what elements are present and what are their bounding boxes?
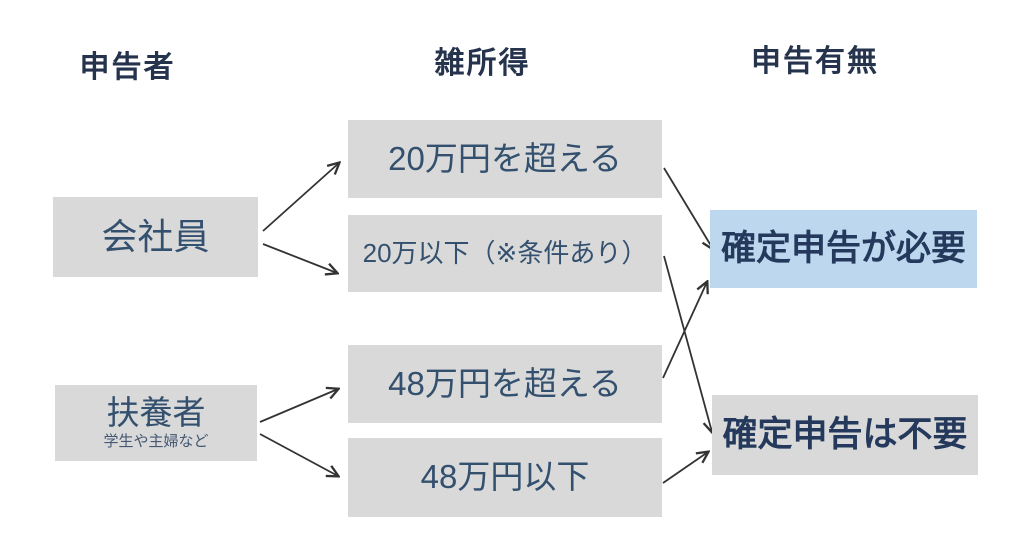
node-under-200k-label: 20万以下（※条件あり） bbox=[362, 238, 648, 269]
arrow-over-200k-to-filing-required bbox=[663, 167, 713, 249]
arrow-dependent-to-under-480k bbox=[259, 433, 338, 476]
node-filing-required: 確定申告が必要 bbox=[710, 210, 977, 288]
node-company-employee: 会社員 bbox=[53, 197, 258, 277]
node-filing-not-required-label: 確定申告は不要 bbox=[722, 414, 968, 454]
column-header-declarant: 申告者 bbox=[79, 51, 176, 84]
column-header-misc-income: 雑所得 bbox=[434, 47, 531, 80]
node-filing-not-required: 確定申告は不要 bbox=[712, 395, 978, 475]
node-under-480k-label: 48万円以下 bbox=[420, 458, 590, 496]
node-over-480k: 48万円を超える bbox=[348, 345, 662, 423]
node-dependent-label: 扶養者 bbox=[106, 393, 206, 431]
node-filing-required-label: 確定申告が必要 bbox=[720, 228, 966, 268]
node-over-480k-label: 48万円を超える bbox=[388, 364, 622, 402]
node-company-employee-label: 会社員 bbox=[101, 216, 210, 258]
node-over-200k-label: 20万円を超える bbox=[388, 139, 622, 177]
node-over-200k: 20万円を超える bbox=[348, 120, 662, 198]
node-dependent: 扶養者 学生や主婦など bbox=[55, 385, 257, 461]
arrow-under-480k-to-filing-not-required bbox=[662, 452, 708, 484]
arrow-under-200k-to-filing-not-required bbox=[663, 255, 712, 432]
node-under-200k: 20万以下（※条件あり） bbox=[348, 215, 662, 292]
column-header-filing-status: 申告有無 bbox=[751, 45, 879, 78]
node-dependent-note: 学生や主婦など bbox=[103, 433, 209, 451]
node-under-480k: 48万円以下 bbox=[348, 438, 662, 517]
arrow-company-employee-to-under-200k bbox=[262, 243, 337, 273]
arrow-dependent-to-over-480k bbox=[259, 389, 338, 423]
arrow-over-480k-to-filing-required bbox=[662, 282, 707, 379]
arrow-company-employee-to-over-200k bbox=[262, 163, 339, 232]
